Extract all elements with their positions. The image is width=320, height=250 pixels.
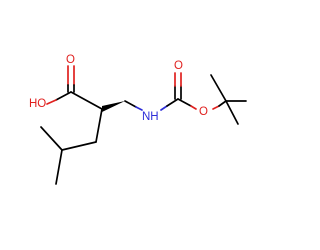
acid-hydroxyl-label: HO: [29, 98, 46, 110]
nitrogen-to-carbonyl-bond: [166, 98, 179, 107]
carbonyl-to-ester-o-bond: [177, 98, 192, 107]
ch-to-methyl-b-bond: [55, 149, 63, 185]
ch2-to-ch-bond: [61, 141, 97, 151]
carbonyl-to-ester-o-bond-o: [190, 105, 197, 110]
ch-to-methyl-a-bond: [40, 126, 63, 151]
nitrogen-to-carbonyl-bond-n: [160, 105, 168, 111]
molecule-drawing: O HO NH O O: [29, 54, 247, 185]
ester-o-to-tbutyl-bond: [218, 100, 227, 107]
methylene-to-nitrogen-bond-n: [135, 106, 143, 111]
ester-o-to-tbutyl-bond-o: [212, 105, 220, 110]
alpha-to-ch2-bond: [95, 108, 103, 143]
tbutyl-methyl-down-bond: [225, 100, 239, 125]
acid-c-oh-bond-o: [46, 99, 57, 105]
amine-nitrogen-label: NH: [142, 111, 159, 123]
acid-to-alpha-bond: [70, 91, 103, 110]
carbamate-ester-oxygen-label: O: [199, 106, 208, 118]
acid-carbonyl-oxygen-label: O: [66, 54, 75, 66]
carbamate-carbonyl-oxygen-label: O: [174, 60, 183, 72]
structure-diagram: O HO NH O O: [29, 54, 247, 185]
tbutyl-methyl-up-bond: [210, 74, 227, 102]
stereo-wedge-bond: [102, 101, 125, 112]
methylene-to-nitrogen-bond: [124, 100, 137, 108]
acid-c-oh-bond: [55, 91, 72, 101]
